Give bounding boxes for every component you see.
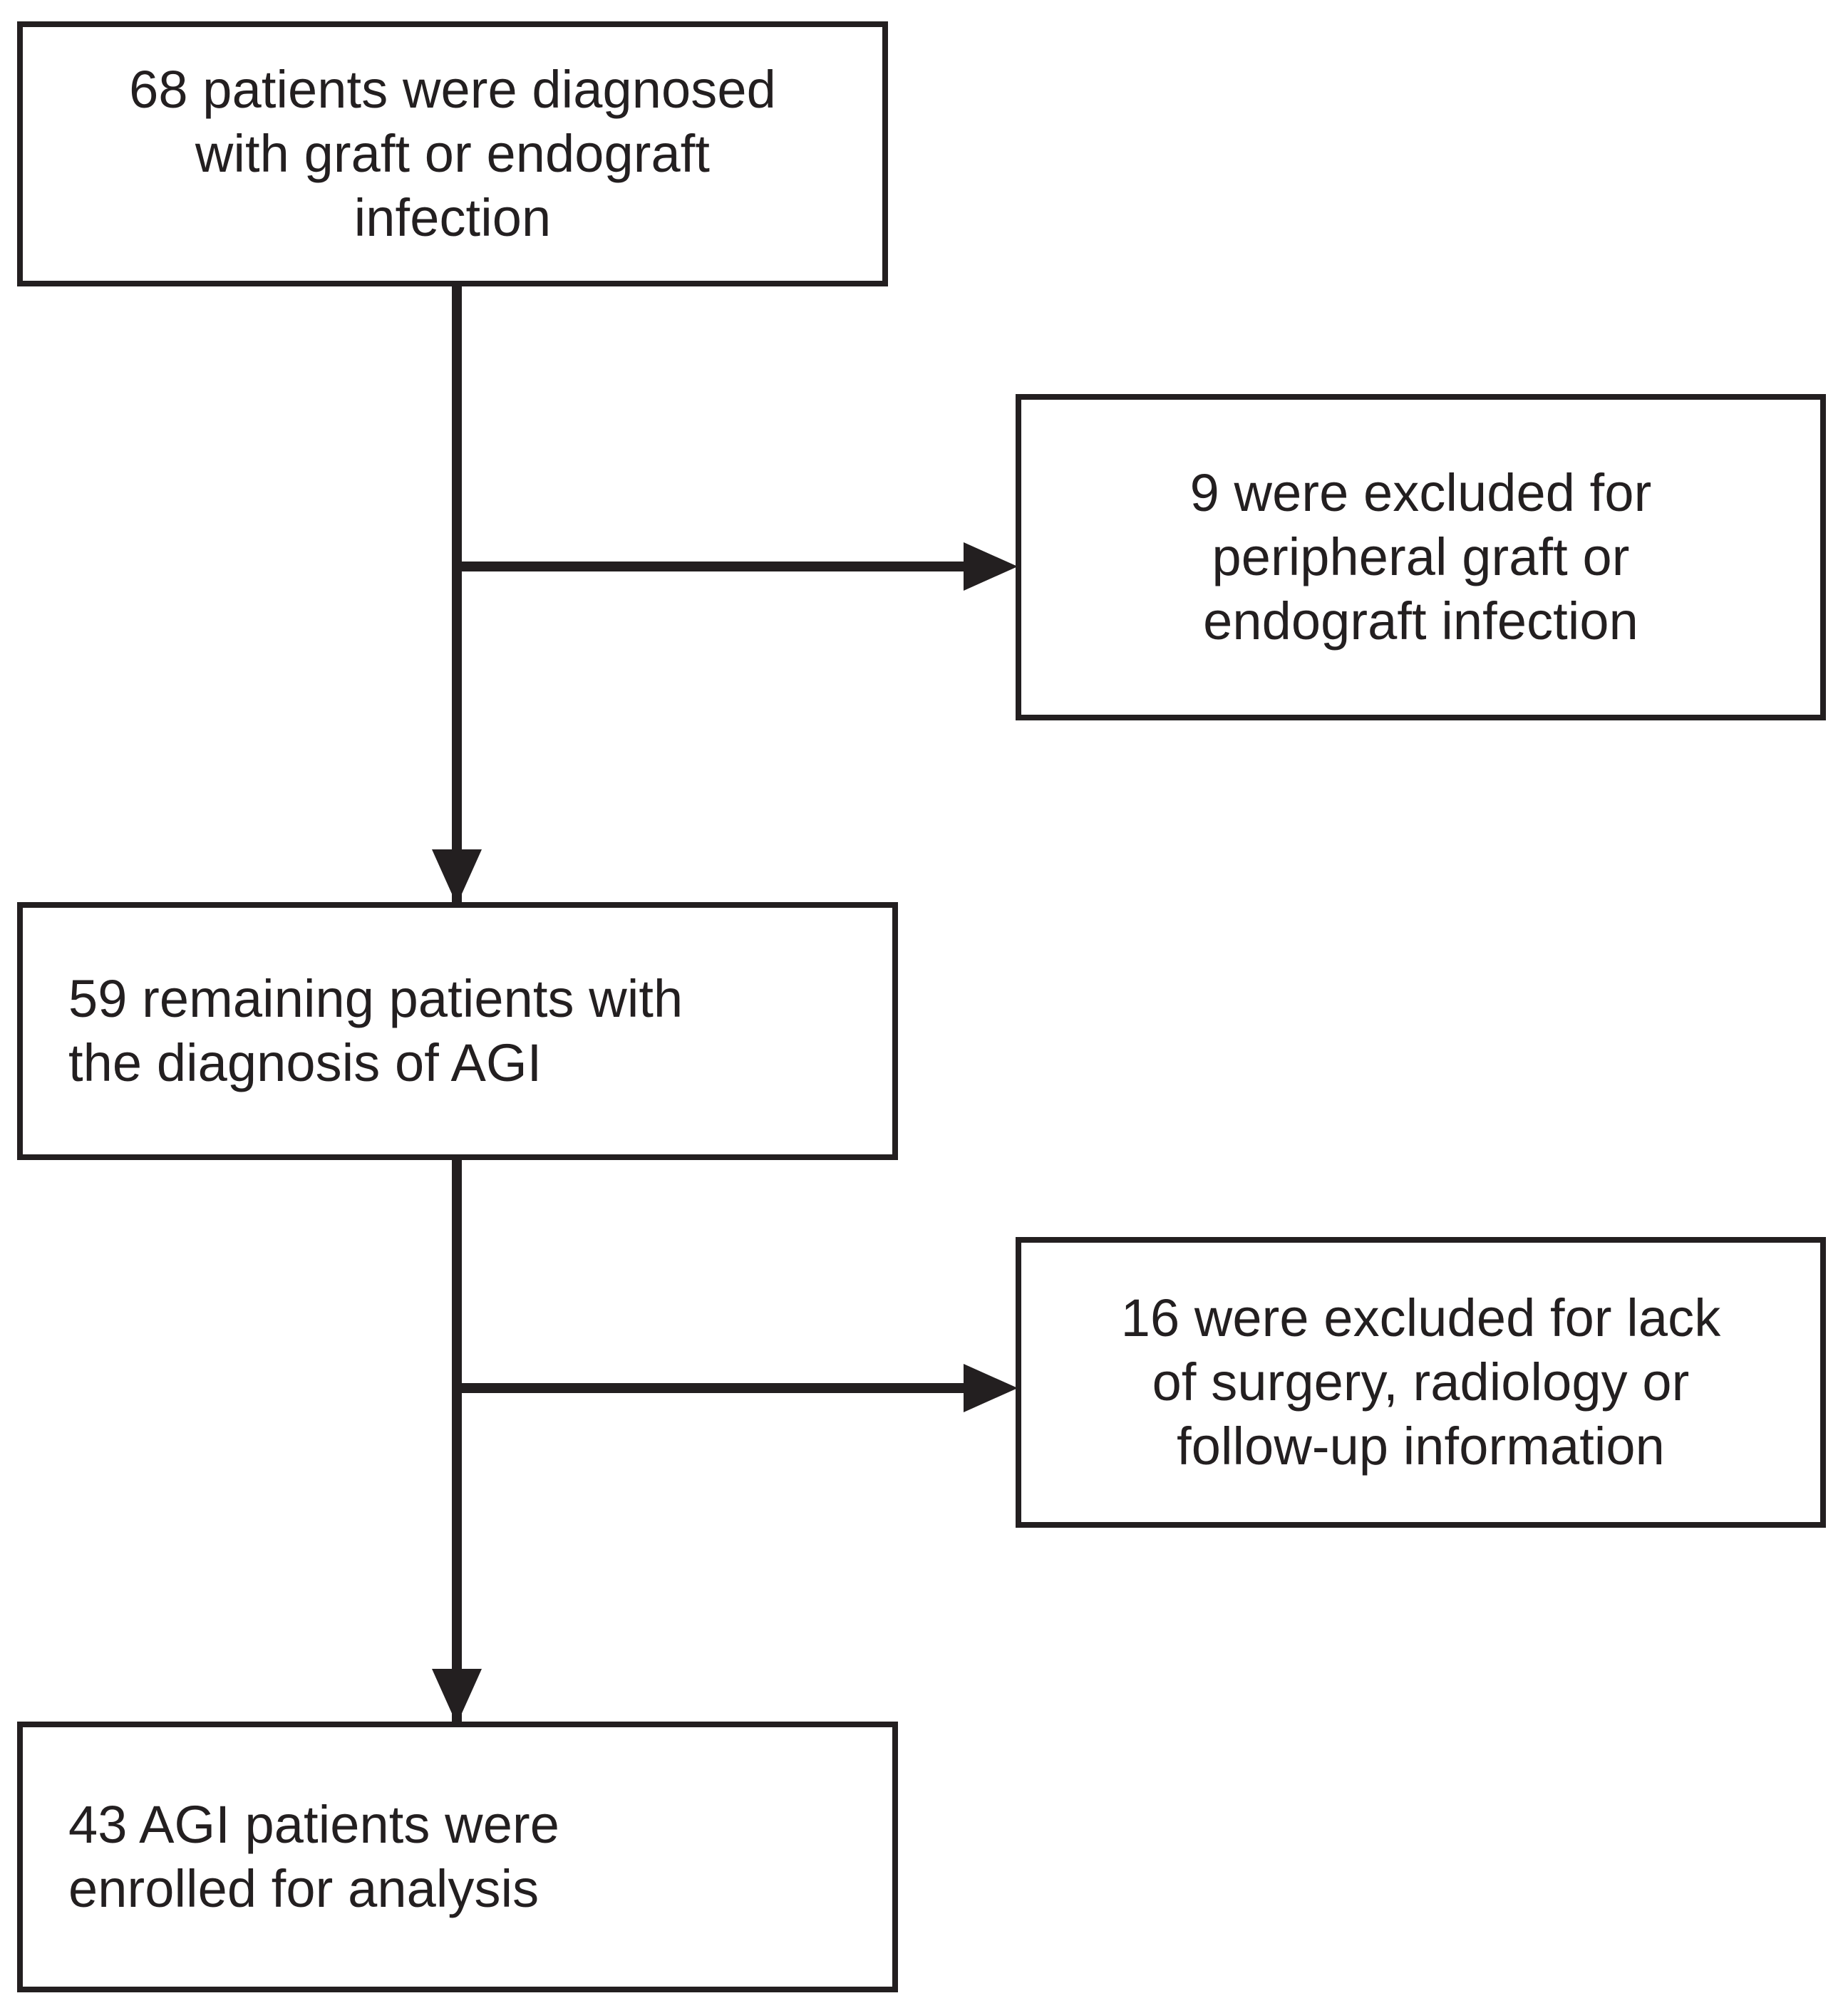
connector-remaining-to-excluded-2: [452, 1383, 972, 1393]
flow-node-excluded-lack-info-label: 16 were excluded for lack of surgery, ra…: [1120, 1288, 1721, 1476]
flow-node-excluded-peripheral: 9 were excluded for peripheral graft or …: [1016, 394, 1826, 720]
flow-node-diagnosed-label: 68 patients were diagnosed with graft or…: [129, 59, 776, 248]
connector-diagnosed-to-excluded-1: [452, 562, 972, 571]
flow-node-remaining-label: 59 remaining patients with the diagnosis…: [68, 968, 683, 1092]
flow-node-excluded-peripheral-label: 9 were excluded for peripheral graft or …: [1189, 462, 1652, 651]
connector-remaining-to-enrolled: [452, 1159, 462, 1726]
arrowhead-right-icon-excluded-2: [964, 1364, 1018, 1412]
connector-diagnosed-to-remaining: [452, 285, 462, 905]
flow-node-enrolled-label: 43 AGI patients were enrolled for analys…: [68, 1794, 559, 1918]
flow-node-remaining: 59 remaining patients with the diagnosis…: [17, 902, 898, 1160]
arrowhead-right-icon-excluded-1: [964, 542, 1018, 591]
arrowhead-down-icon-enrolled: [432, 1669, 482, 1724]
flow-node-diagnosed: 68 patients were diagnosed with graft or…: [17, 21, 888, 286]
arrowhead-down-icon-remaining: [432, 849, 482, 905]
flow-node-enrolled: 43 AGI patients were enrolled for analys…: [17, 1722, 898, 1992]
flow-node-excluded-lack-info: 16 were excluded for lack of surgery, ra…: [1016, 1237, 1826, 1528]
